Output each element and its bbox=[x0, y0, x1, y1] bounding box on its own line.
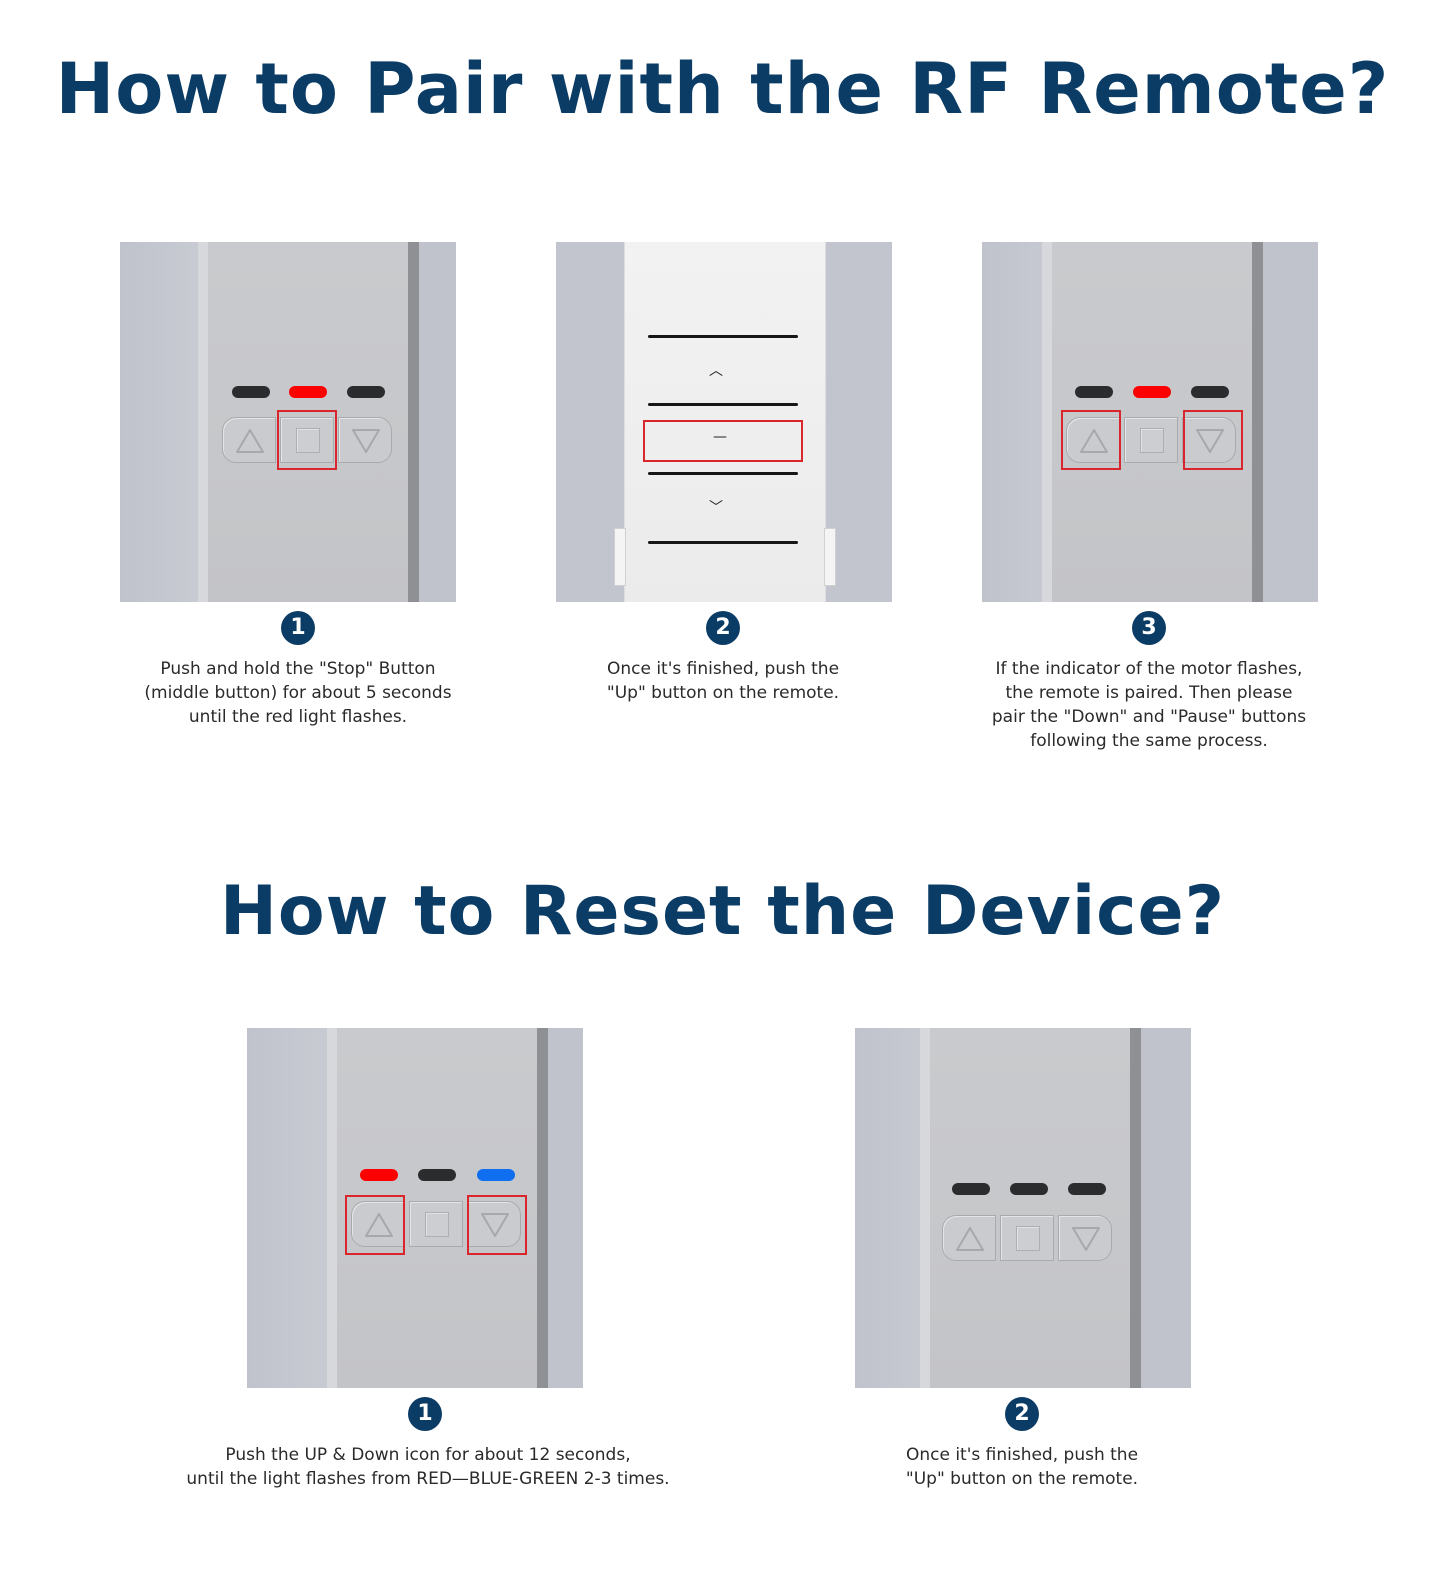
remote-divider bbox=[648, 403, 798, 406]
highlight-box-stop bbox=[643, 420, 803, 462]
stop-button bbox=[1124, 417, 1178, 463]
pair-step-2-image: ︿ — ﹀ bbox=[556, 242, 892, 602]
pair-section-title: How to Pair with the RF Remote? bbox=[55, 48, 1390, 130]
highlight-box-down bbox=[467, 1195, 527, 1255]
up-triangle-icon bbox=[1080, 429, 1108, 453]
led-indicator-middle bbox=[289, 386, 327, 398]
pair-step-3-image bbox=[982, 242, 1318, 602]
reset-section-title: How to Reset the Device? bbox=[219, 872, 1226, 951]
highlight-box-stop bbox=[277, 410, 337, 470]
led-indicator-left bbox=[952, 1183, 990, 1195]
highlight-box-up bbox=[1061, 410, 1121, 470]
stop-square-icon bbox=[296, 428, 320, 453]
down-triangle-icon bbox=[1072, 1227, 1100, 1251]
step-number-badge: 3 bbox=[1132, 611, 1166, 645]
step-number-badge: 2 bbox=[1005, 1397, 1039, 1431]
stop-button bbox=[409, 1201, 463, 1247]
stop-square-icon bbox=[1140, 428, 1164, 453]
stop-square-icon bbox=[425, 1212, 449, 1237]
step-number-badge: 1 bbox=[408, 1397, 442, 1431]
led-indicator-right bbox=[347, 386, 385, 398]
down-triangle-icon bbox=[352, 429, 380, 453]
led-indicator-left bbox=[232, 386, 270, 398]
step-number-badge: 2 bbox=[706, 611, 740, 645]
reset-step-1-image bbox=[247, 1028, 583, 1388]
remote-down-chevron-icon: ﹀ bbox=[709, 500, 723, 516]
stop-button bbox=[280, 417, 334, 463]
down-triangle-icon bbox=[1196, 429, 1224, 453]
led-indicator-left bbox=[1075, 386, 1113, 398]
led-indicator-middle bbox=[418, 1169, 456, 1181]
led-indicator-right bbox=[1068, 1183, 1106, 1195]
remote-stop-dash-icon: — bbox=[713, 429, 727, 445]
down-button bbox=[1058, 1215, 1112, 1261]
pair-step-1-caption: Push and hold the "Stop" Button (middle … bbox=[144, 659, 452, 727]
pair-step-2-caption: Once it's finished, push the "Up" button… bbox=[606, 659, 840, 703]
led-indicator-middle bbox=[1010, 1183, 1048, 1195]
stop-button bbox=[1000, 1215, 1054, 1261]
down-button bbox=[338, 417, 392, 463]
highlight-box-up bbox=[345, 1195, 405, 1255]
led-indicator-left bbox=[360, 1169, 398, 1181]
remote-divider bbox=[648, 472, 798, 475]
remote-divider bbox=[648, 541, 798, 544]
down-button bbox=[1182, 417, 1236, 463]
down-triangle-icon bbox=[481, 1213, 509, 1237]
up-triangle-icon bbox=[236, 429, 264, 453]
highlight-box-down bbox=[1183, 410, 1243, 470]
pair-step-3-caption: If the indicator of the motor flashes, t… bbox=[991, 659, 1307, 751]
pair-step-1-image bbox=[120, 242, 456, 602]
led-indicator-right bbox=[477, 1169, 515, 1181]
up-button bbox=[942, 1215, 996, 1261]
reset-step-2-caption: Once it's finished, push the "Up" button… bbox=[905, 1445, 1139, 1489]
remote-divider bbox=[648, 335, 798, 338]
led-indicator-middle bbox=[1133, 386, 1171, 398]
up-triangle-icon bbox=[365, 1213, 393, 1237]
reset-step-2-image bbox=[855, 1028, 1191, 1388]
reset-step-1-caption: Push the UP & Down icon for about 12 sec… bbox=[186, 1445, 670, 1489]
remote-up-chevron-icon: ︿ bbox=[709, 363, 723, 379]
stop-square-icon bbox=[1016, 1226, 1040, 1251]
up-button bbox=[222, 417, 276, 463]
up-triangle-icon bbox=[956, 1227, 984, 1251]
step-number-badge: 1 bbox=[281, 611, 315, 645]
led-indicator-right bbox=[1191, 386, 1229, 398]
